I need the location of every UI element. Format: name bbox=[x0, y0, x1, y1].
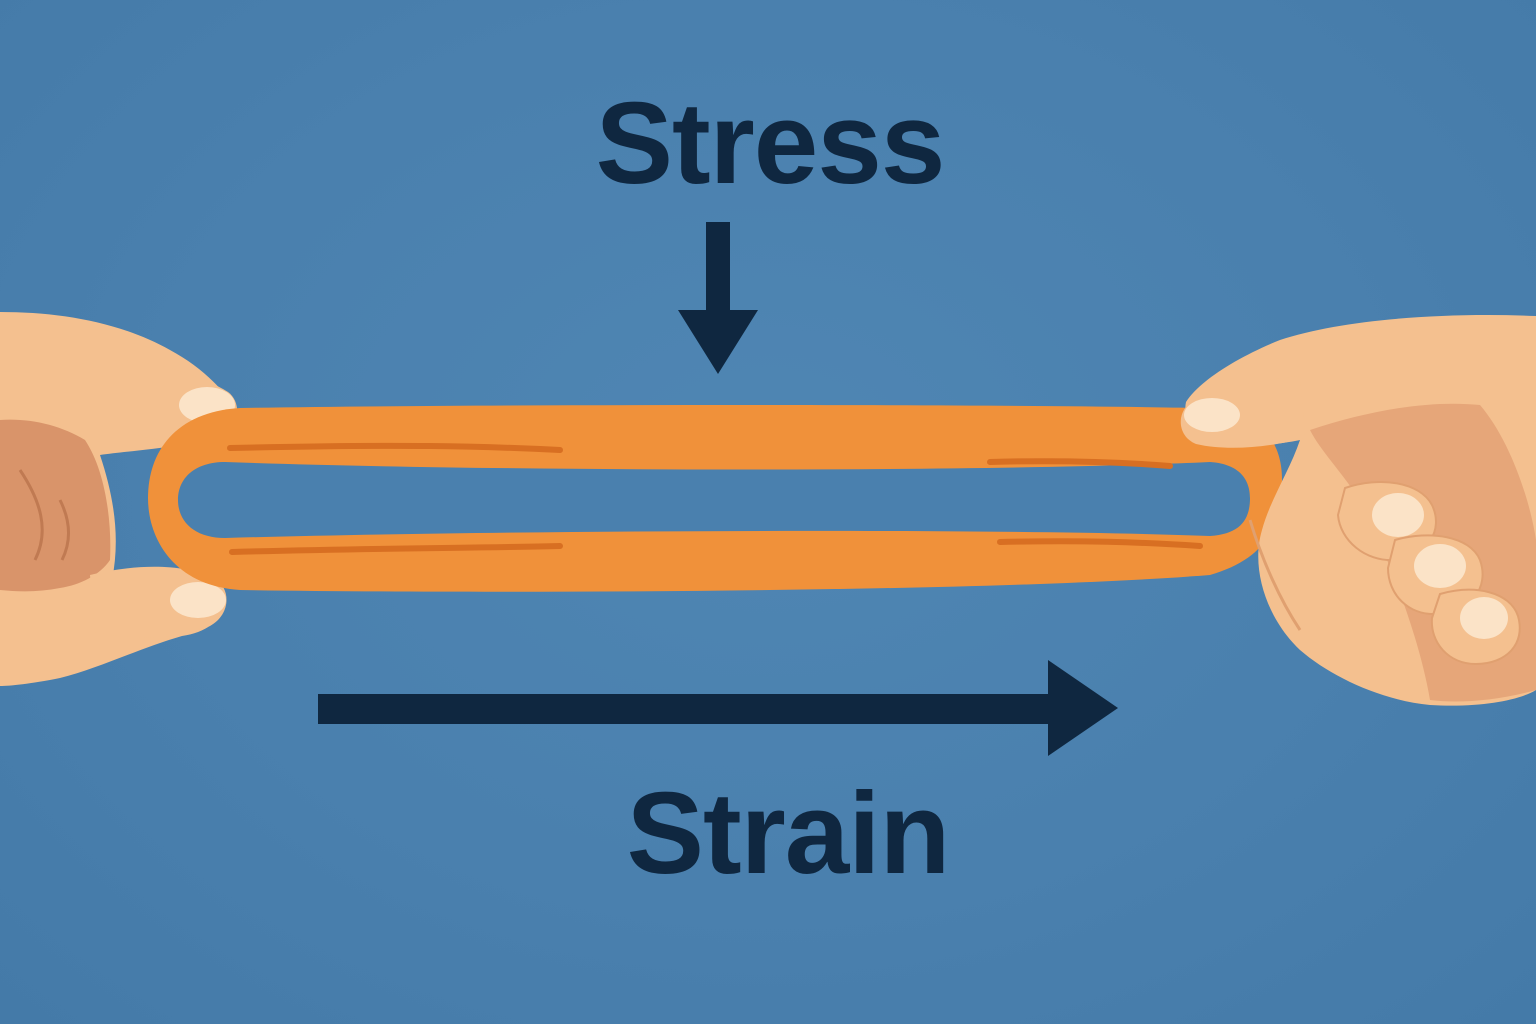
band-streak bbox=[987, 458, 1173, 469]
arrow-down-shaft bbox=[706, 222, 730, 322]
left-hand-crease bbox=[18, 469, 44, 561]
band-streak bbox=[229, 543, 563, 555]
right-hand-underside bbox=[1248, 519, 1302, 631]
arrow-down-icon bbox=[678, 222, 758, 374]
arrow-down-head bbox=[678, 310, 758, 374]
band-inner-hole bbox=[178, 462, 1250, 538]
rubber-band bbox=[148, 405, 1282, 592]
strain-label: Strain bbox=[626, 768, 951, 898]
arrow-right-head bbox=[1048, 660, 1118, 756]
band-streak bbox=[227, 442, 563, 453]
arrow-right-shaft bbox=[318, 694, 1063, 724]
right-thumb-nail bbox=[1184, 398, 1240, 432]
right-finger-1-nail bbox=[1372, 493, 1424, 537]
left-hand-crease-2 bbox=[58, 499, 71, 561]
right-finger-2-nail bbox=[1414, 544, 1466, 588]
right-finger-3-nail bbox=[1460, 597, 1508, 639]
left-hand-shadow bbox=[0, 419, 111, 592]
stress-label: Stress bbox=[595, 78, 946, 208]
right-hand bbox=[1180, 315, 1536, 706]
band-streak bbox=[997, 538, 1203, 549]
arrow-right-icon bbox=[318, 660, 1118, 756]
left-finger-lower-nail bbox=[170, 582, 226, 618]
left-hand bbox=[0, 312, 238, 686]
